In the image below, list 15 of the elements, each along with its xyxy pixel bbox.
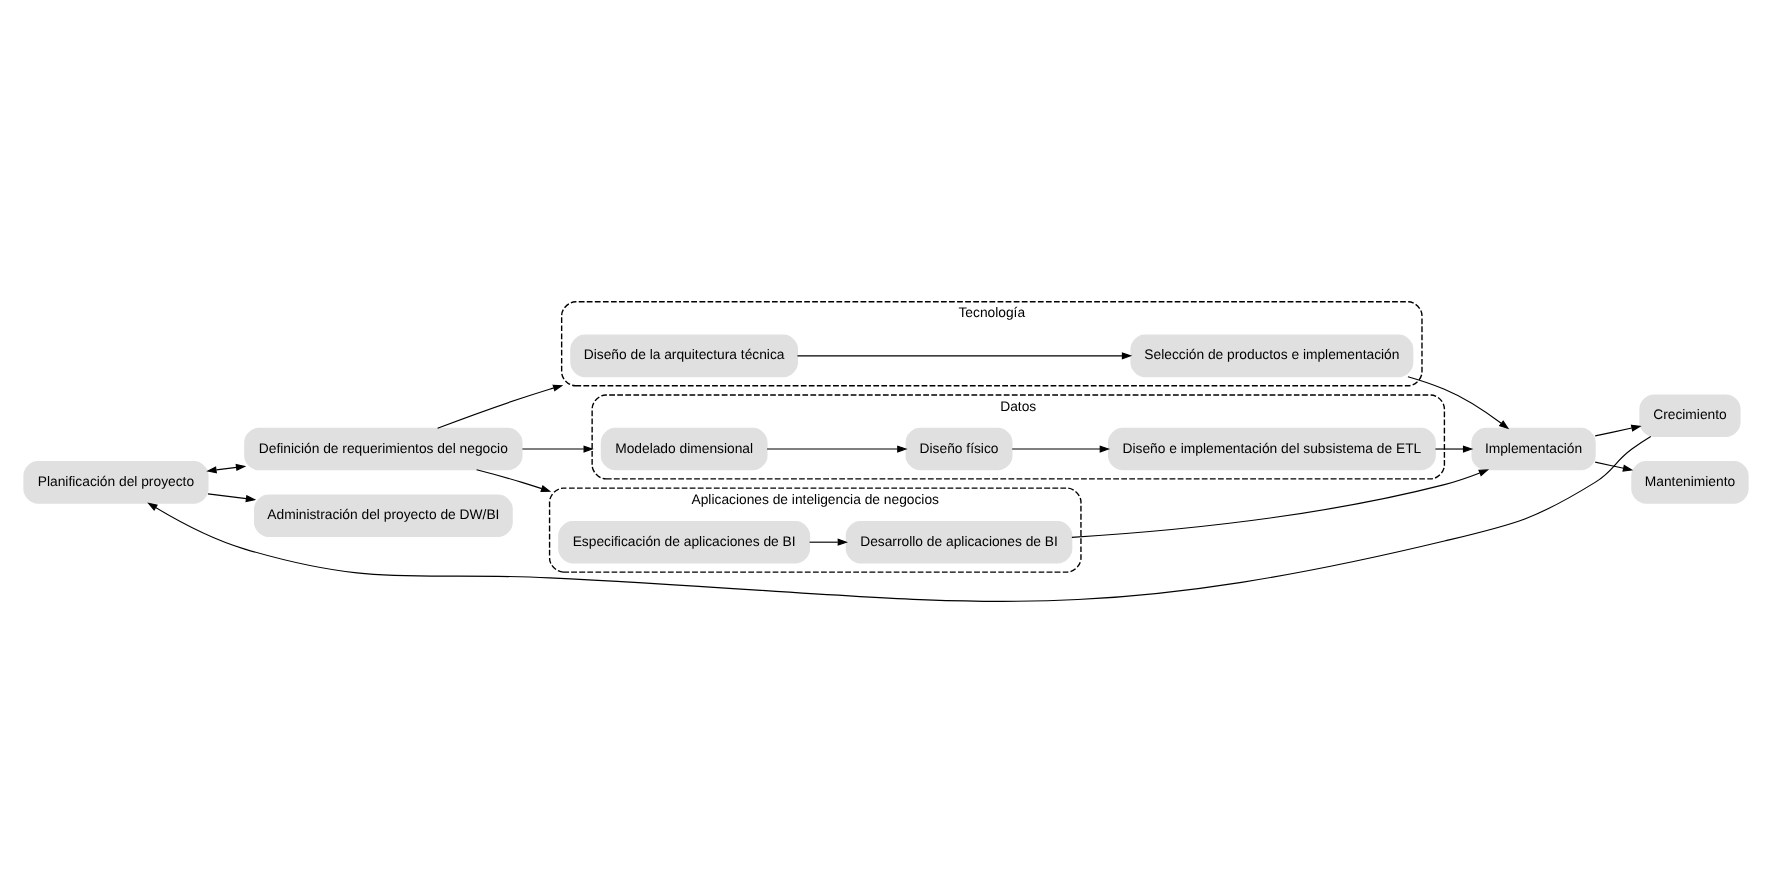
arrow xyxy=(1070,468,1489,537)
arrow xyxy=(765,444,907,452)
arrow xyxy=(1010,444,1110,452)
arrow xyxy=(205,462,246,473)
arrow xyxy=(206,492,256,502)
arrow xyxy=(146,434,1651,601)
arrow xyxy=(795,351,1132,359)
arrow xyxy=(520,444,593,452)
arrow xyxy=(1406,375,1509,429)
arrow xyxy=(1593,423,1641,436)
arrow xyxy=(1593,460,1633,471)
arrow xyxy=(475,468,551,491)
arrow xyxy=(808,537,847,545)
arrow xyxy=(436,383,563,428)
arrow xyxy=(1433,444,1473,452)
